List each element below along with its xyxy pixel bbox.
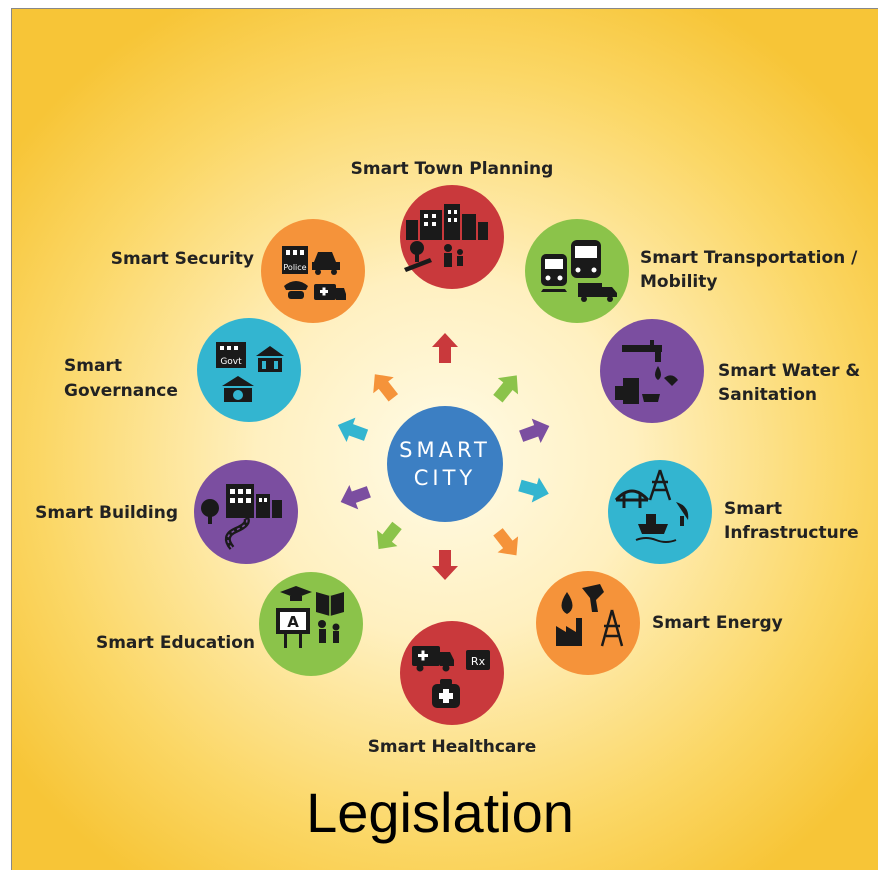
tap-icon [622,340,662,380]
center-line1: SMART [399,438,491,462]
circle-healthcare: Rx [400,621,504,725]
tree-icon [201,499,219,524]
arrows-group [337,333,550,580]
book-icon [316,592,344,616]
label-governance-line1: Smart [64,356,122,376]
center-line2: CITY [413,466,477,490]
ship-icon [635,514,677,543]
graduation-cap-icon [280,586,312,601]
arrow-governance [337,417,369,443]
police-station-icon: Police [282,246,308,274]
prescription-icon: Rx [466,650,490,670]
arrow-healthcare [432,550,458,580]
ambulance-small-icon [314,284,346,300]
arrow-energy [493,528,519,556]
train-icon [541,254,567,292]
circle-education: A [259,572,363,676]
power-tower-icon [600,609,624,647]
label-town-planning: Smart Town Planning [351,159,554,179]
circle-building [194,460,298,564]
prescription-text: Rx [471,655,486,668]
medical-kit-icon [432,679,460,708]
label-energy: Smart Energy [652,613,783,633]
police-car-icon [312,252,340,275]
arrow-water [519,418,550,444]
bus-icon [571,240,601,278]
label-security: Smart Security [111,249,254,269]
label-infrastructure-line1: Smart [724,499,782,519]
circle-town-planning [400,185,504,289]
arrow-education [376,521,402,550]
blackboard-icon: A [276,608,310,648]
police-cap-icon [284,281,308,299]
label-building: Smart Building [35,503,178,523]
govt-text: Govt [220,357,242,367]
institution-icon [256,346,284,372]
pylon-icon [648,469,672,501]
label-healthcare: Smart Healthcare [368,737,537,757]
arrow-transportation [493,375,519,403]
ambulance-icon [412,646,454,672]
police-text: Police [283,263,306,272]
govt-building-icon: Govt [216,342,246,368]
label-transportation-line1: Smart Transportation / [640,248,858,268]
circle-energy [536,571,640,675]
label-governance-line2: Governance [64,381,178,401]
sanitation-plant-icon [615,375,678,404]
circle-transportation [525,219,629,323]
bridge-icon [614,489,650,508]
circle-water [600,319,704,423]
family-icon [404,241,463,272]
blackboard-letter: A [287,613,299,631]
buildings-icon [226,484,282,518]
oil-drop-icon [561,592,573,614]
circle-governance: Govt [197,318,301,422]
circle-security: Police [261,219,365,323]
arrow-town-planning [432,333,458,363]
fuel-nozzle-icon [582,584,604,612]
rupee-bank-icon [222,376,254,402]
arrow-infrastructure [518,477,549,503]
label-education: Smart Education [96,633,255,653]
children-icon [318,620,340,643]
factory-icon [556,618,582,646]
legislation-title: Legislation [306,781,574,844]
truck-icon [578,283,617,302]
smart-city-center: SMART CITY [387,406,503,522]
arrow-security [373,374,399,402]
arrow-building [340,484,371,510]
label-water-line1: Smart Water & [718,361,860,381]
circle-infrastructure [608,460,712,564]
city-buildings-icon [406,204,488,240]
label-transportation-line2: Mobility [640,272,717,292]
satellite-dish-icon [676,502,689,526]
label-water-line2: Sanitation [718,385,817,405]
road-icon [224,516,250,550]
label-infrastructure-line2: Infrastructure [724,523,859,543]
